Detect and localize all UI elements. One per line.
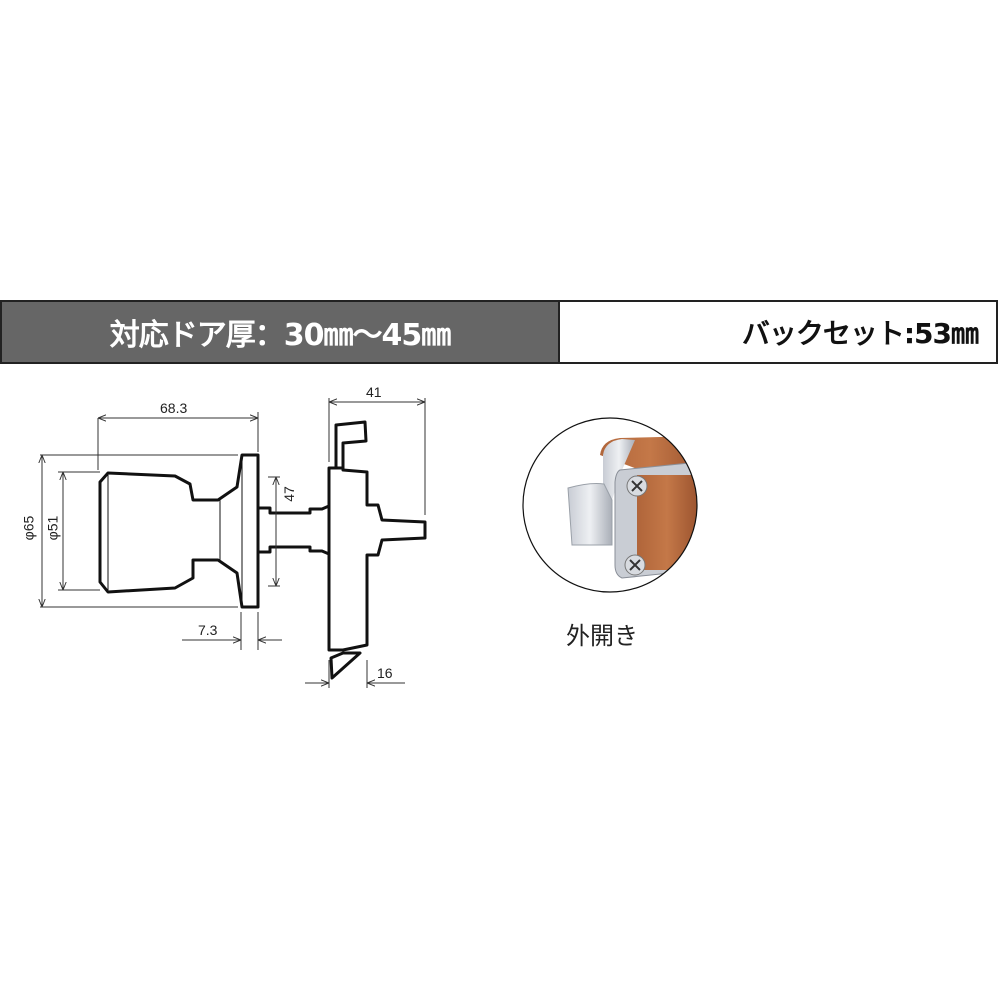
spindle-height-dimension: 47: [280, 486, 297, 502]
outward-opening-photo: [522, 417, 698, 593]
door-thickness-label: 対応ドア厚：30㎜～45㎜: [2, 302, 560, 362]
rose-diameter-dimension: φ65: [20, 515, 37, 541]
latch-bevel-dimension: 16: [377, 665, 393, 681]
dimension-lines: [40, 398, 426, 688]
knob-length-dimension: 68.3: [160, 400, 188, 416]
spec-header: 対応ドア厚：30㎜～45㎜ バックセット:53㎜: [0, 300, 998, 364]
knob-outline: [98, 420, 427, 680]
backset-label: バックセット:53㎜: [560, 302, 996, 362]
rose-thickness-dimension: 7.3: [198, 622, 218, 638]
knob-diameter-dimension: φ51: [44, 515, 61, 541]
latch-depth-dimension: 41: [366, 384, 382, 400]
photo-caption: 外開き: [566, 622, 638, 650]
